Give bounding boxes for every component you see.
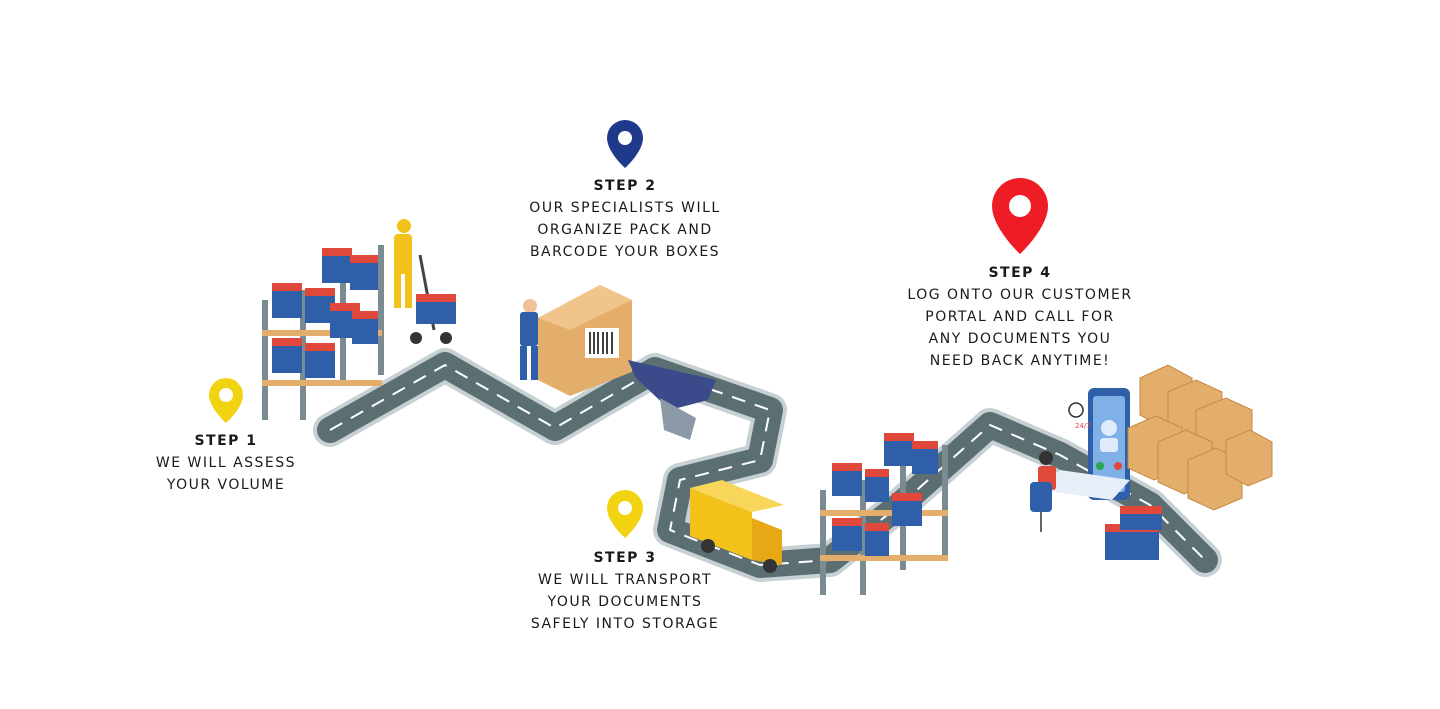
step-3-line-3: SAFELY INTO STORAGE bbox=[530, 616, 720, 632]
step-3-line-2: YOUR DOCUMENTS bbox=[547, 594, 703, 610]
location-pin-step4-icon bbox=[992, 178, 1048, 254]
step-4-line-3: ANY DOCUMENTS YOU bbox=[928, 331, 1112, 347]
step-2-caption: STEP 2 OUR SPECIALISTS WILL ORGANIZE PAC… bbox=[515, 175, 735, 263]
step-1-line-2: YOUR VOLUME bbox=[166, 477, 286, 493]
worker-hand-truck bbox=[394, 219, 456, 344]
step-4-line-2: PORTAL AND CALL FOR bbox=[925, 309, 1115, 325]
step-2-line-3: BARCODE YOUR BOXES bbox=[529, 244, 721, 260]
step-2-line-1: OUR SPECIALISTS WILL bbox=[529, 200, 721, 216]
step-4-line-1: LOG ONTO OUR CUSTOMER bbox=[907, 287, 1133, 303]
step-3-line-1: WE WILL TRANSPORT bbox=[537, 572, 713, 588]
barcode-box-scene bbox=[520, 285, 716, 440]
location-pin-step1-icon bbox=[209, 378, 243, 423]
phone-badge: 24/7 bbox=[1075, 422, 1091, 430]
road bbox=[313, 348, 1222, 582]
step-1-caption: STEP 1 WE WILL ASSESS YOUR VOLUME bbox=[146, 430, 306, 496]
location-pin-step2-icon bbox=[607, 120, 643, 168]
delivery-truck bbox=[690, 480, 784, 573]
step-4-caption: STEP 4 LOG ONTO OUR CUSTOMER PORTAL AND … bbox=[900, 262, 1140, 372]
customer-portal-scene bbox=[1030, 388, 1162, 560]
step-2-line-2: ORGANIZE PACK AND bbox=[537, 222, 713, 238]
step-4-heading: STEP 4 bbox=[988, 265, 1052, 281]
storage-shelf-step3 bbox=[820, 433, 948, 595]
location-pin-step3-icon bbox=[607, 490, 643, 538]
storage-shelf-step1 bbox=[262, 245, 384, 420]
step-3-caption: STEP 3 WE WILL TRANSPORT YOUR DOCUMENTS … bbox=[515, 547, 735, 635]
step-4-line-4: NEED BACK ANYTIME! bbox=[929, 353, 1111, 369]
step-2-heading: STEP 2 bbox=[593, 178, 657, 194]
cardboard-box-stack bbox=[1127, 364, 1273, 511]
step-1-heading: STEP 1 bbox=[194, 433, 258, 449]
step-3-heading: STEP 3 bbox=[593, 550, 657, 566]
step-1-line-1: WE WILL ASSESS bbox=[155, 455, 297, 471]
